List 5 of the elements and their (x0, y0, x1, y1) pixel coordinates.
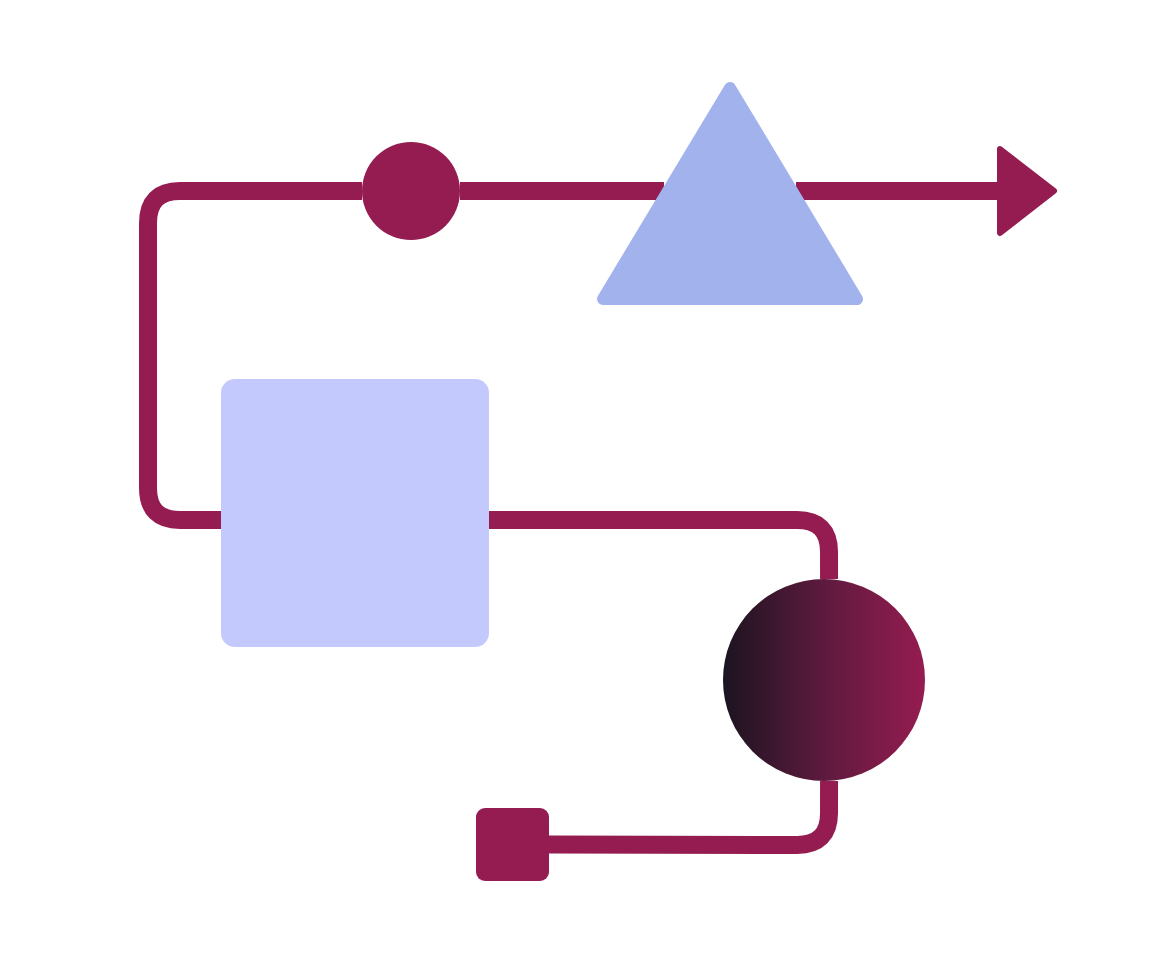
connector-line (795, 146, 1057, 236)
triangle-node (597, 80, 863, 303)
square-node (221, 379, 489, 647)
connector-line (460, 182, 665, 201)
square-node (476, 808, 549, 881)
